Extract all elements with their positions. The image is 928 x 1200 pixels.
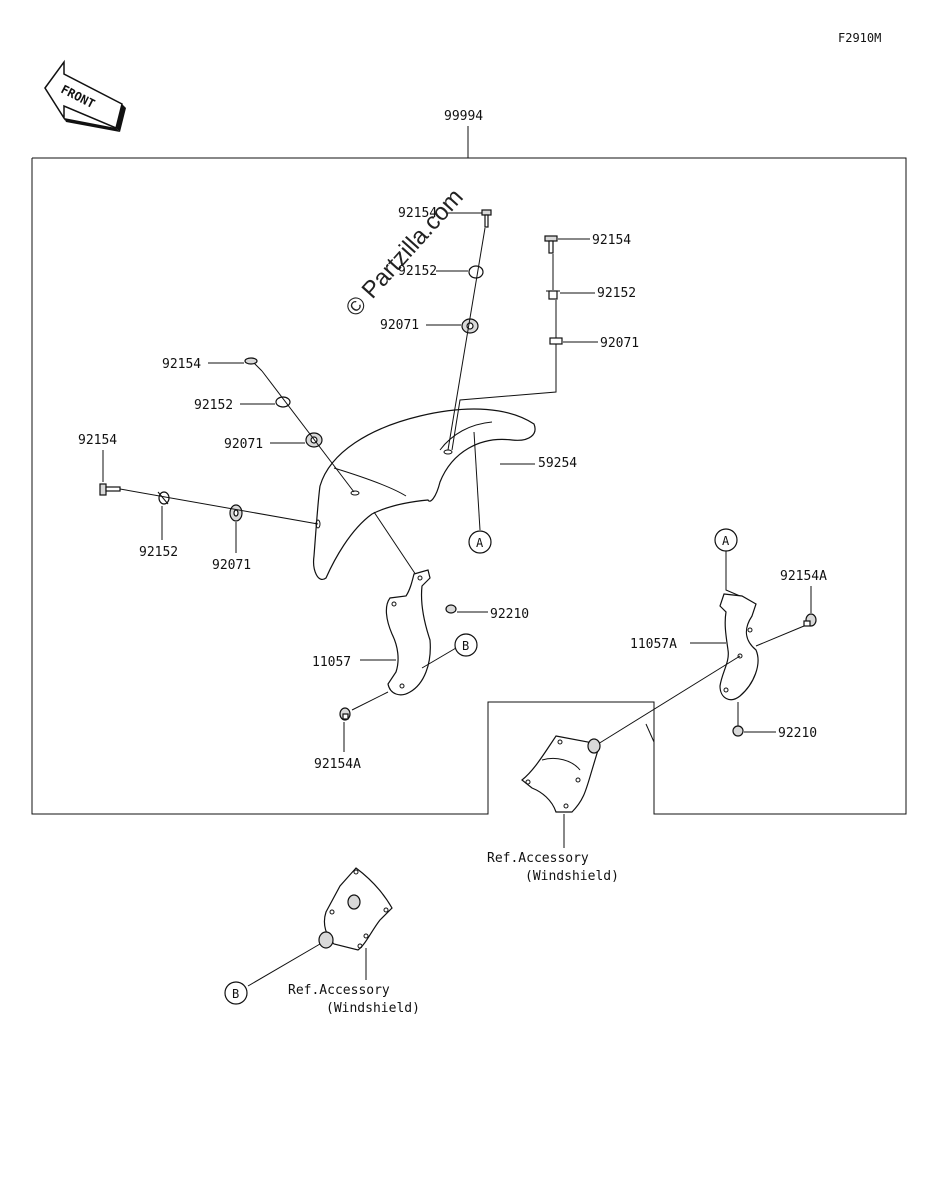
label-92154-far: 92154 <box>78 433 117 448</box>
label-92071-left: 92071 <box>224 437 263 452</box>
ref2-line1: Ref.Accessory <box>288 983 390 998</box>
collar-92152-right <box>546 290 560 300</box>
ref2-line2: (Windshield) <box>326 1001 420 1016</box>
screw-92154-left <box>244 357 263 372</box>
screw-92154-far <box>99 483 121 496</box>
collar-92152-far <box>157 491 170 505</box>
label-92152-far: 92152 <box>139 545 178 560</box>
collar-92152-top <box>468 265 484 279</box>
screw-92154A-left <box>339 707 351 721</box>
windshield-59254 <box>313 408 536 580</box>
svg-text:B: B <box>232 987 239 1001</box>
nut-92210-left <box>445 604 457 614</box>
marker-a-1: A <box>468 530 492 554</box>
label-92154A-right: 92154A <box>780 569 827 584</box>
label-92071-far: 92071 <box>212 558 251 573</box>
label-92152-left: 92152 <box>194 398 233 413</box>
collar-92152-left <box>275 396 291 408</box>
label-92210-right: 92210 <box>778 726 817 741</box>
screw-92154-right <box>544 235 558 254</box>
nut-92210-right <box>732 725 744 737</box>
label-92071-top: 92071 <box>380 318 419 333</box>
label-92154A-left: 92154A <box>314 757 361 772</box>
label-59254: 59254 <box>538 456 577 471</box>
label-92152-top: 92152 <box>398 264 437 279</box>
watermark: © Partzilla.com <box>340 184 468 322</box>
ref1-line1: Ref.Accessory <box>487 851 589 866</box>
label-99994: 99994 <box>444 109 483 124</box>
label-92210-left: 92210 <box>490 607 529 622</box>
grommet-92071-top <box>461 318 479 334</box>
ref1-line2: (Windshield) <box>525 869 619 884</box>
grommet-92071-far <box>229 504 243 522</box>
svg-text:B: B <box>462 639 469 653</box>
label-11057A: 11057A <box>630 637 677 652</box>
label-92152-right: 92152 <box>597 286 636 301</box>
label-92071-right: 92071 <box>600 336 639 351</box>
bracket-11057 <box>385 569 431 696</box>
label-11057: 11057 <box>312 655 351 670</box>
figure-code: F2910M <box>838 31 881 45</box>
label-92154-top: 92154 <box>398 206 437 221</box>
windshield-mount-ref-1 <box>521 735 601 813</box>
marker-b-2: B <box>224 981 248 1005</box>
label-92154-right: 92154 <box>592 233 631 248</box>
bracket-11057A <box>719 593 759 701</box>
svg-text:A: A <box>476 536 484 550</box>
screw-92154A-right <box>803 613 817 627</box>
kit-boundary <box>31 157 907 815</box>
screw-92154-top <box>481 209 492 228</box>
marker-b-1: B <box>454 633 478 657</box>
windshield-mount-ref-2 <box>318 867 393 951</box>
marker-a-2: A <box>714 528 738 552</box>
label-92154-left: 92154 <box>162 357 201 372</box>
svg-text:A: A <box>722 534 730 548</box>
front-arrow-icon: FRONT <box>44 59 126 132</box>
grommet-92071-right <box>549 337 563 345</box>
